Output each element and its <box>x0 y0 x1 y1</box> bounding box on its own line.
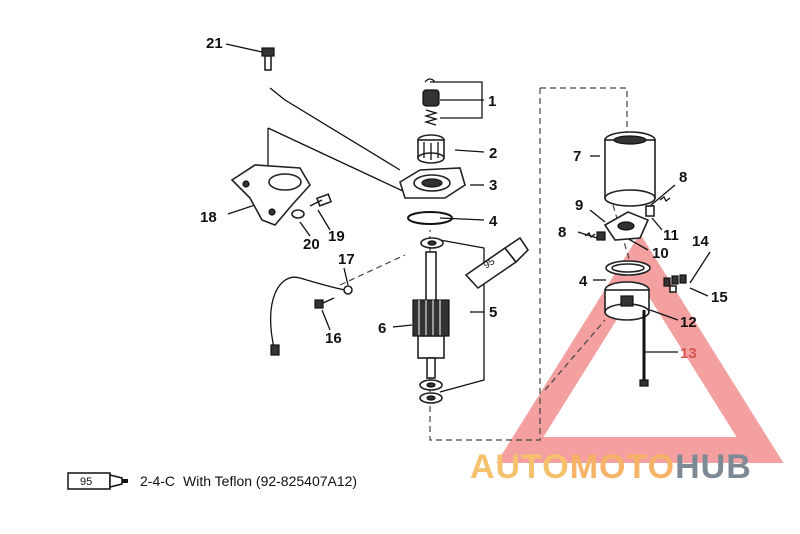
part-washer-top <box>420 237 444 249</box>
legend: 95 2-4-C With Teflon (92-825407A12) <box>66 469 365 493</box>
part-19-bolt <box>309 193 333 207</box>
part-16-screw <box>314 297 335 309</box>
watermark-part3: HUB <box>675 448 752 486</box>
part-11-brush <box>645 205 655 217</box>
callout-5: 5 <box>489 304 497 321</box>
part-9-brush <box>596 231 606 241</box>
part-washers-bottom <box>419 379 443 404</box>
callout-18: 18 <box>200 209 217 226</box>
part-4-o-ring <box>407 211 453 225</box>
part-12-lower-cap <box>604 281 650 321</box>
callout-4-left: 4 <box>489 213 498 230</box>
part-10-brush-plate <box>603 211 650 241</box>
part-18-bracket <box>230 164 311 226</box>
callout-16: 16 <box>325 330 342 347</box>
callout-12: 12 <box>680 314 697 331</box>
callout-3: 3 <box>489 177 497 194</box>
legend-ref: 2-4-C <box>140 473 176 489</box>
callout-17: 17 <box>338 251 355 268</box>
part-3-end-cap <box>399 167 466 199</box>
part-cable <box>270 276 353 356</box>
callout-14: 14 <box>692 233 709 250</box>
callout-20: 20 <box>303 236 320 253</box>
callout-1: 1 <box>488 93 496 110</box>
part-20-washer <box>291 209 305 219</box>
callout-8-left: 8 <box>558 224 566 241</box>
part-6-armature <box>412 251 450 379</box>
legend-text: 2-4-C With Teflon (92-825407A12) <box>140 473 365 489</box>
callout-9: 9 <box>575 197 583 214</box>
teflon-tube: 95 <box>464 236 530 290</box>
callout-6: 6 <box>378 320 386 337</box>
callout-13: 13 <box>680 345 697 362</box>
callout-2: 2 <box>489 145 497 162</box>
part-21-screw <box>261 47 275 71</box>
callout-11: 11 <box>663 227 679 244</box>
part-4-o-ring-right <box>605 260 651 276</box>
callout-7: 7 <box>573 148 581 165</box>
part-7-housing <box>604 131 656 207</box>
part-8-spring <box>584 196 671 238</box>
watermark-triangle <box>496 233 784 463</box>
part-2-drive-gear <box>417 134 445 164</box>
watermark-logo: AUTOMOTOHUB <box>470 448 752 487</box>
leader-lines <box>225 43 711 393</box>
part-1-cap <box>422 78 440 126</box>
legend-tube-label: 95 <box>80 476 92 488</box>
callout-4-right: 4 <box>579 273 588 290</box>
callout-21: 21 <box>206 35 223 52</box>
callout-10: 10 <box>652 245 669 262</box>
watermark-part2: MOTO <box>569 448 676 486</box>
callout-19: 19 <box>328 228 345 245</box>
callout-15: 15 <box>711 289 728 306</box>
part-14-15-nuts <box>663 274 687 293</box>
callout-labels: 21 1 2 3 4 5 6 7 8 9 8 11 10 4 14 15 12 … <box>200 35 728 362</box>
legend-tube-icon: 95 <box>66 470 130 492</box>
part-13-through-bolt <box>639 310 649 387</box>
callout-8-right: 8 <box>679 169 687 186</box>
legend-description: With Teflon (92-825407A12) <box>183 473 358 489</box>
watermark-part1: AUTO <box>470 448 570 486</box>
